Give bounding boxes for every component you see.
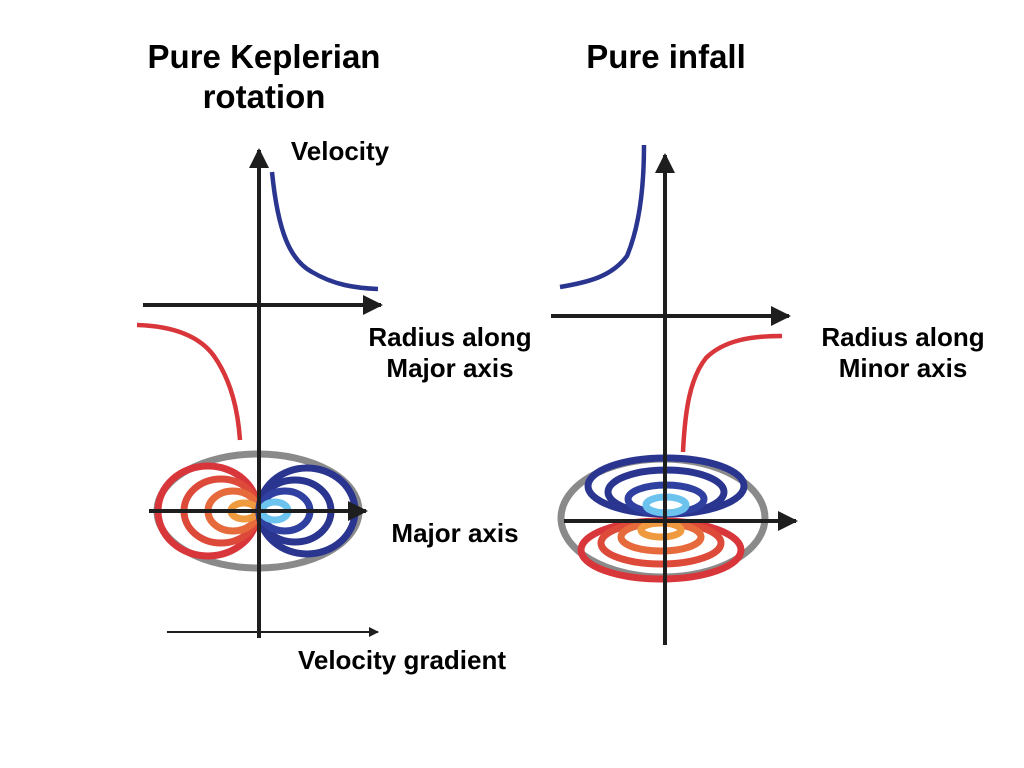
infall-radius-label-line2: Minor axis [838, 353, 968, 384]
velocity-axis-label: Velocity [290, 136, 390, 166]
keplerian-title: Pure Keplerian rotation [104, 37, 424, 116]
infall-redshifted-contours [577, 517, 745, 583]
infall-red-velocity-curve [680, 333, 783, 453]
infall-blue-velocity-curve [559, 144, 647, 290]
velocity-gradient-label: Velocity gradient [297, 645, 507, 675]
keplerian-panel [136, 148, 383, 638]
infall-panel [551, 144, 798, 645]
keplerian-title-line2: rotation [202, 77, 326, 115]
keplerian-title-line1: Pure Keplerian [147, 38, 381, 75]
infall-radius-label: Radius along Minor axis [793, 322, 1013, 384]
major-axis-label: Major axis [391, 518, 519, 548]
keplerian-blue-velocity-curve [269, 171, 379, 292]
keplerian-radius-label-line1: Radius along [368, 322, 532, 352]
infall-radius-label-line1: Radius along [821, 322, 985, 352]
keplerian-radius-label: Radius along Major axis [340, 322, 560, 384]
keplerian-radius-label-line2: Major axis [386, 353, 514, 384]
keplerian-red-velocity-curve [136, 322, 243, 441]
infall-title: Pure infall [586, 38, 746, 75]
